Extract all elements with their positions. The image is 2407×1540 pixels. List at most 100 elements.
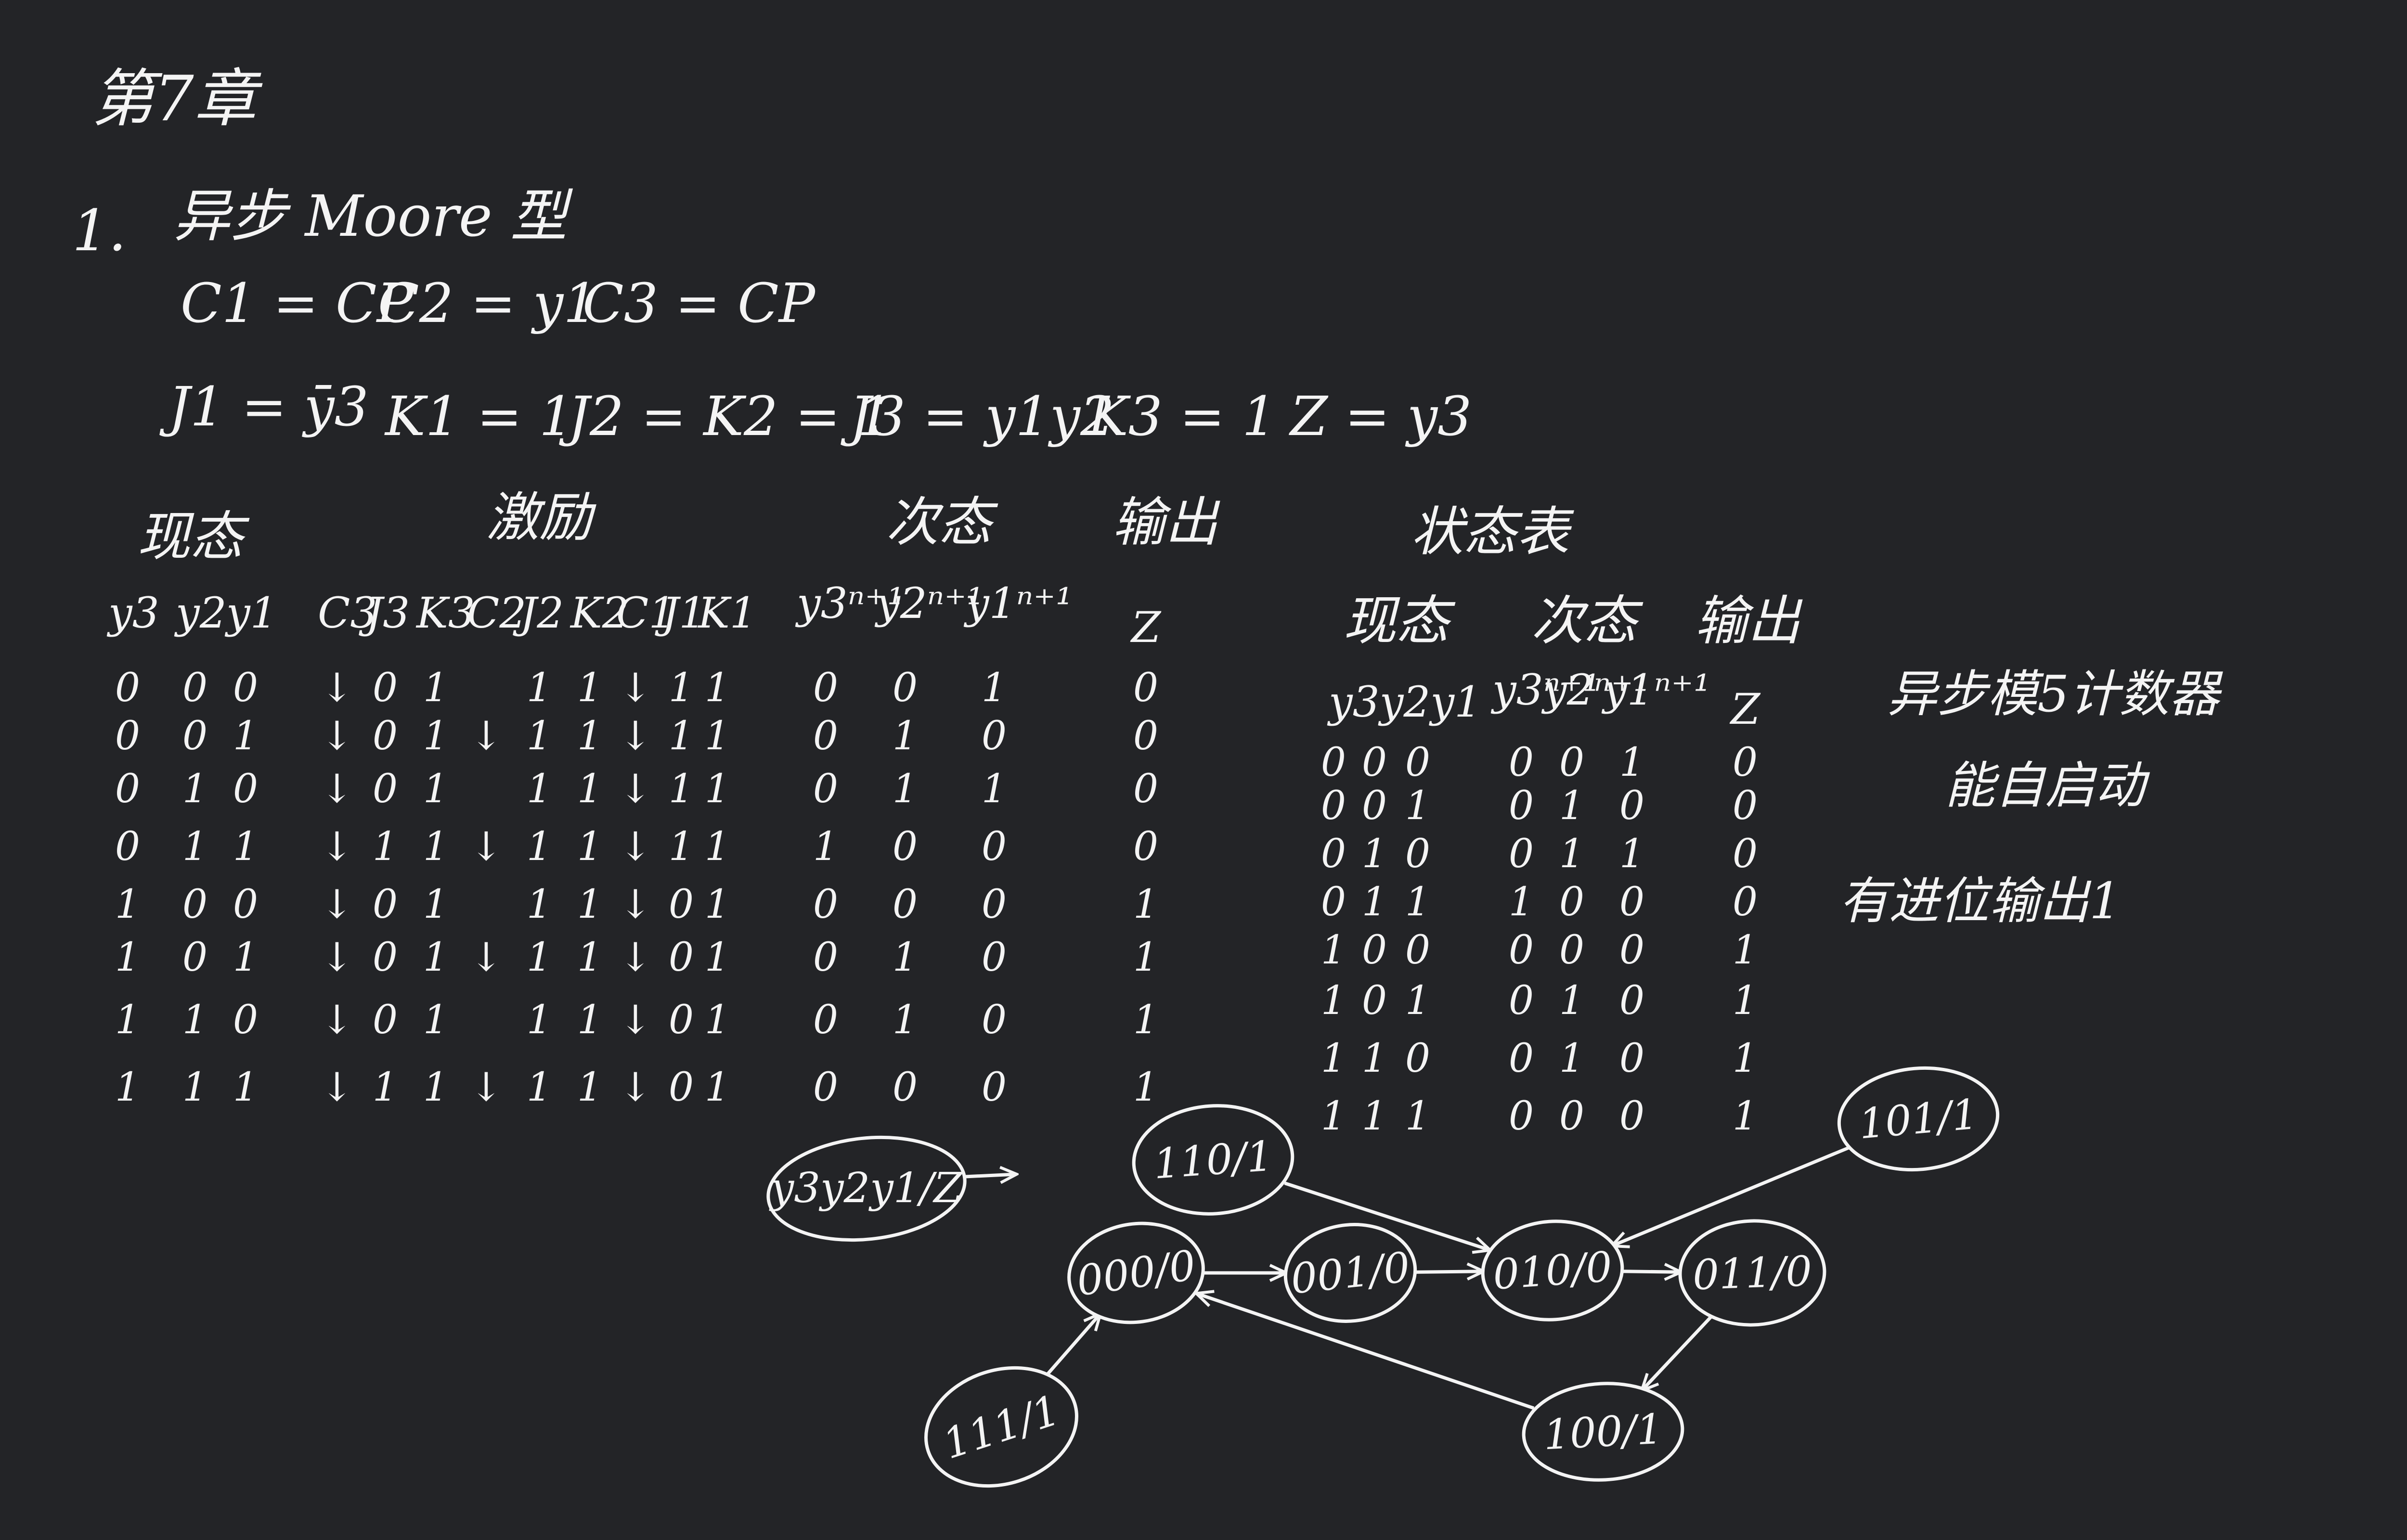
exc-col-c1: C1 [616,588,676,638]
exc-present-cell: 1 [233,824,259,870]
exc-next-cell: 0 [981,713,1007,759]
state-next-cell: 0 [1508,1036,1534,1081]
state-next-cell: 0 [1619,879,1645,925]
exc-next-cell: 1 [981,665,1007,711]
exc-present-cell: 1 [115,882,141,927]
state-present-cell: 0 [1361,783,1387,829]
exc-excitation-cell: 1 [372,824,398,870]
transition-arrow-1 [1415,1271,1483,1272]
clock-c1: C1 = CP [181,272,414,335]
state-node-010: 010/0 [1481,1219,1624,1322]
state-node-110: 110/1 [1132,1104,1294,1216]
state-next-cell: 0 [1559,740,1585,785]
exc-col-j2: J2 [520,588,564,638]
exc-excitation-cell: 1 [526,935,552,980]
exc-excitation-cell: 1 [372,1065,398,1110]
exc-col-next-0: y3ⁿ⁺¹ [797,578,905,628]
exc-excitation-cell: ↓ [320,935,354,980]
state-z-cell: 0 [1732,783,1758,829]
excitation-header-output: 输出 [1112,491,1218,553]
excitation-header-excitation: 激励 [486,487,592,548]
state-present-cell: 0 [1320,831,1346,877]
state-node-000: 000/0 [1067,1221,1205,1324]
exc-z-cell: 0 [1133,665,1159,711]
exc-excitation-cell: 0 [372,997,398,1043]
exc-present-cell: 1 [233,935,259,980]
state-next-cell: 1 [1559,978,1585,1024]
exc-present-cell: 0 [233,882,259,927]
exc-excitation-cell: 1 [577,766,603,812]
state-col-next-1: y2ⁿ⁺¹ [1543,665,1651,715]
exc-present-cell: 0 [233,766,259,812]
transition-arrow-4 [1197,1294,1535,1410]
exc-excitation-cell: 1 [526,882,552,927]
transition-arrow-5 [1613,1145,1853,1245]
state-node-ellipse [1481,1219,1624,1322]
exc-next-cell: 1 [892,935,918,980]
state-z-cell: 1 [1732,978,1758,1024]
state-z-cell: 1 [1732,1036,1758,1081]
equation-j2k2: J2 = K2 = 1 [568,385,892,448]
exc-next-cell: 0 [813,766,839,812]
exc-next-cell: 0 [813,665,839,711]
state-z-cell: 0 [1732,831,1758,877]
exc-z-cell: 0 [1133,766,1159,812]
state-present-cell: 0 [1405,927,1431,973]
exc-excitation-cell: ↓ [320,824,354,870]
state-present-cell: 1 [1361,879,1387,925]
state-next-cell: 1 [1559,831,1585,877]
exc-excitation-cell: 1 [704,824,730,870]
state-node-label: 100/1 [1542,1405,1664,1460]
state-present-cell: 0 [1361,978,1387,1024]
exc-present-cell: 0 [115,824,141,870]
exc-present-cell: 0 [182,935,208,980]
clock-c2: C2 = y1 [378,272,598,335]
state-present-cell: 1 [1361,831,1387,877]
exc-excitation-cell: 1 [526,665,552,711]
exc-col-j3: J3 [366,588,410,638]
state-col-next-0: y3ⁿ⁺¹ [1492,665,1600,715]
exc-excitation-cell: 1 [704,665,730,711]
exc-next-cell: 1 [892,997,918,1043]
exc-present-cell: 1 [233,713,259,759]
equation-k3: K3 = 1 [1088,385,1277,448]
exc-excitation-cell: 1 [526,766,552,812]
note-counter: 异步模5计数器 [1887,665,2220,723]
exc-excitation-cell: ↓ [469,713,503,759]
equation-j3: J3 = y1y2 [850,385,1115,448]
exc-excitation-cell: 1 [577,935,603,980]
state-next-cell: 1 [1559,783,1585,829]
chapter-title: 第7章 [91,62,257,135]
exc-next-cell: 0 [892,882,918,927]
exc-excitation-cell: ↓ [320,997,354,1043]
state-next-cell: 0 [1559,879,1585,925]
exc-present-cell: 0 [115,766,141,812]
state-present-cell: 1 [1405,1093,1431,1139]
exc-excitation-cell: 1 [577,824,603,870]
diagram-legend: y3y2y1/Z [766,1135,1016,1242]
exc-excitation-cell: ↓ [619,1065,652,1110]
transition-arrow-6 [1284,1181,1489,1250]
state-present-cell: 0 [1405,831,1431,877]
exc-excitation-cell: 0 [372,665,398,711]
exc-excitation-cell: 1 [668,766,694,812]
exc-col-y1: y1 [226,588,277,638]
exc-col-y2: y2 [176,588,227,638]
state-next-cell: 1 [1619,740,1645,785]
exc-excitation-cell: 0 [668,1065,694,1110]
exc-excitation-cell: 1 [526,824,552,870]
exc-col-next-2: y1ⁿ⁺¹ [965,578,1073,628]
exc-col-k1: K1 [698,588,757,638]
exc-excitation-cell: 1 [423,935,449,980]
exc-excitation-cell: ↓ [469,1065,503,1110]
exc-excitation-cell: 1 [704,882,730,927]
state-node-111: 111/1 [924,1366,1078,1488]
transition-arrow-7 [1042,1314,1100,1381]
exc-excitation-cell: 0 [372,935,398,980]
exc-excitation-cell: ↓ [619,766,652,812]
state-next-cell: 1 [1508,879,1534,925]
exc-excitation-cell: 1 [704,713,730,759]
legend-ellipse [766,1135,967,1242]
exc-col-j1: J1 [662,588,706,638]
state-present-cell: 1 [1405,879,1431,925]
